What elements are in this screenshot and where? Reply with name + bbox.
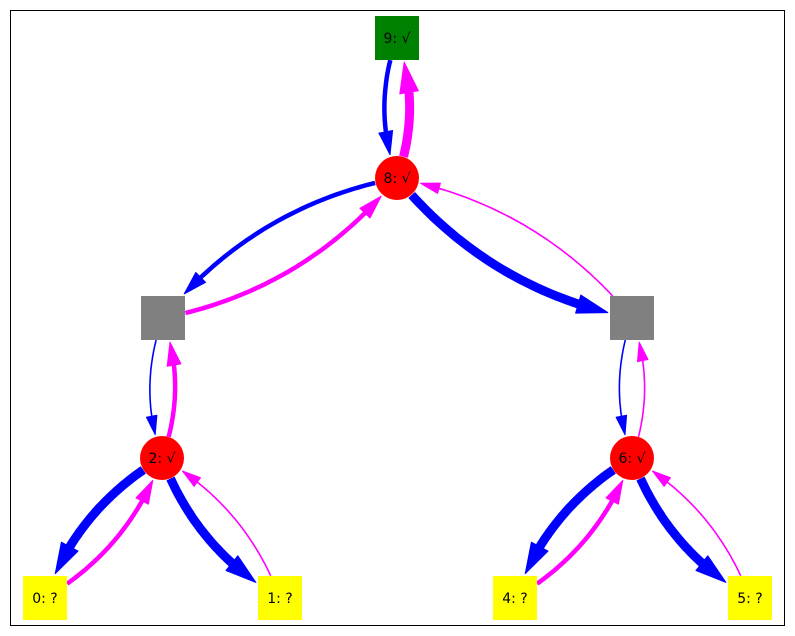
node-square <box>258 576 302 620</box>
edge-9-to-8 <box>382 59 393 135</box>
edge-L-to-2 <box>149 339 157 419</box>
arrowhead-6-to-5 <box>695 555 727 583</box>
node-label: 1: ? <box>267 591 293 607</box>
arrowhead-6-to-4 <box>524 541 549 575</box>
node-1: 1: ? <box>258 576 302 620</box>
arrowhead-1-to-2 <box>181 470 201 487</box>
edges-layer <box>54 59 742 586</box>
arrowhead-8-to-L <box>183 272 207 295</box>
arrowhead-2-to-0 <box>54 541 79 575</box>
arrowhead-4-to-6 <box>605 479 624 505</box>
node-label: 4: ? <box>502 591 528 607</box>
arrowhead-2-to-1 <box>225 555 257 583</box>
node-4: 4: ? <box>493 576 537 620</box>
arrowhead-5-to-6 <box>651 470 671 487</box>
edge-1-to-2 <box>195 480 272 577</box>
edge-8-to-L <box>197 180 376 281</box>
edge-6-to-4 <box>534 466 616 551</box>
edge-L-to-8 <box>184 210 368 316</box>
node-square <box>23 576 67 620</box>
arrowhead-9-to-8 <box>378 130 394 156</box>
node-label: 6: √ <box>619 451 646 467</box>
nodes-layer: 9: √ 8: √ 2: √ 6: √ 0: ? 1: ? 4: ? 5: ? <box>23 16 772 620</box>
edge-6-to-5 <box>636 476 707 568</box>
node-junction-l <box>141 296 185 340</box>
node-square <box>375 16 419 60</box>
node-9: 9: √ <box>375 16 419 60</box>
node-square <box>493 576 537 620</box>
edge-R-to-6 <box>618 339 627 419</box>
node-square <box>728 576 772 620</box>
arrowhead-L-to-2 <box>145 414 158 436</box>
node-square <box>141 296 185 340</box>
node-0: 0: ? <box>23 576 67 620</box>
node-label: 5: ? <box>737 591 763 607</box>
edge-4-to-6 <box>535 498 616 586</box>
node-5: 5: ? <box>728 576 772 620</box>
arrowhead-8-to-R <box>575 294 609 314</box>
node-junction-r <box>610 296 654 340</box>
node-6: 6: √ <box>610 436 654 480</box>
node-label: 8: √ <box>384 171 411 187</box>
node-circle <box>140 436 184 480</box>
node-label: 9: √ <box>384 31 411 47</box>
arrowhead-R-to-8 <box>420 182 441 194</box>
arrowhead-R-to-6 <box>615 414 628 436</box>
edge-2-to-1 <box>166 476 237 568</box>
edge-6-to-R <box>637 358 646 437</box>
node-label: 0: ? <box>32 591 58 607</box>
edge-2-to-0 <box>64 466 146 551</box>
node-2: 2: √ <box>140 436 184 480</box>
node-label: 2: √ <box>149 451 176 467</box>
plot-frame <box>10 10 785 626</box>
edge-2-to-L <box>166 362 178 438</box>
arrowhead-2-to-L <box>166 341 182 367</box>
edge-8-to-R <box>408 191 582 309</box>
node-8: 8: √ <box>375 156 419 200</box>
node-square <box>610 296 654 340</box>
edge-8-to-9 <box>399 90 415 158</box>
edge-0-to-2 <box>65 498 146 586</box>
node-circle <box>610 436 654 480</box>
arrowhead-0-to-2 <box>135 479 154 505</box>
edge-R-to-8 <box>436 186 614 297</box>
arrowhead-L-to-8 <box>359 195 382 219</box>
node-circle <box>375 156 419 200</box>
edge-5-to-6 <box>665 480 742 577</box>
arrowhead-8-to-9 <box>399 61 419 95</box>
arrowhead-6-to-R <box>637 341 649 363</box>
